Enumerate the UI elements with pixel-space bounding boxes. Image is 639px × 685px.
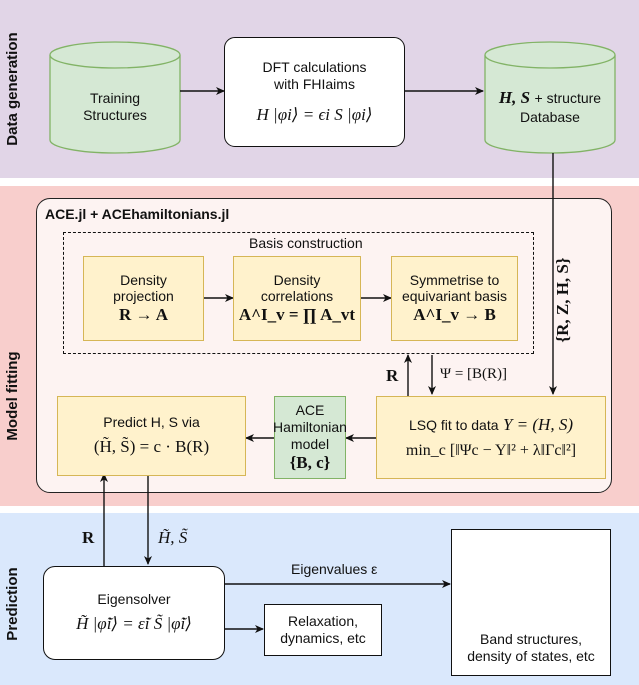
relaxation-line2: dynamics, etc xyxy=(280,630,366,646)
edge-label-r-up: R xyxy=(386,366,399,385)
predict-line1: Predict H, S via xyxy=(103,414,200,431)
symmetrise-line1: Symmetrise to xyxy=(409,271,500,288)
dft-line2: with FHIaims xyxy=(274,75,355,92)
database-line1: H, S + structure xyxy=(499,88,601,108)
density-correlations-box: Density correlations A^I_v = ∏ A_vt xyxy=(233,256,361,341)
edge-label-eigenvalues: Eigenvalues ε xyxy=(291,561,378,577)
edge-label-hs-tilde: H̃, S̃ xyxy=(158,528,188,547)
dft-box: DFT calculations with FHIaims H |φi⟩ = ϵ… xyxy=(224,37,405,147)
edge-label-db-to-lsq: {R, Z, H, S} xyxy=(553,257,572,343)
ace-model-line2: Hamiltonian xyxy=(273,418,347,435)
density-projection-line1: Density xyxy=(120,271,167,288)
database-text: + structure xyxy=(534,90,602,107)
density-projection-math: R → A xyxy=(118,305,169,325)
predict-box: Predict H, S via (H̃, S̃) = c · B(R) xyxy=(57,396,246,476)
ace-model-line3: model xyxy=(290,435,330,452)
predict-math: (H̃, S̃) = c · B(R) xyxy=(93,437,210,457)
dft-equation: H |φi⟩ = ϵi S |φi⟩ xyxy=(256,104,373,124)
band-structures-caption: Band structures, density of states, etc xyxy=(451,624,611,672)
ace-model-box: ACE Hamiltonian model {B, c} xyxy=(273,396,347,479)
band-structures-box xyxy=(451,529,611,676)
database-math: H, S xyxy=(498,88,531,108)
basis-construction-box xyxy=(63,232,534,354)
training-structures-label: Training Structures xyxy=(83,90,147,123)
band-structures-line1: Band structures, xyxy=(480,631,582,648)
lsq-fit-objective: min_c [‖Ψc − Y‖² + λ‖Γc‖²] xyxy=(405,442,577,460)
band-structures-line2: density of states, etc xyxy=(467,648,595,664)
relaxation-box: Relaxation, dynamics, etc xyxy=(264,604,382,656)
training-structures-cylinder xyxy=(49,41,181,154)
lsq-fit-box: LSQ fit to data Y = (H, S) min_c [‖Ψc − … xyxy=(376,396,606,479)
lsq-fit-line1: LSQ fit to data Y = (H, S) xyxy=(409,415,573,435)
eigensolver-line1: Eigensolver xyxy=(97,591,171,608)
basis-construction-title: Basis construction xyxy=(249,235,363,251)
edge-label-r-predict: R xyxy=(82,528,95,547)
database-line2: Database xyxy=(520,108,580,125)
symmetrise-box: Symmetrise to equivariant basis A^I_v → … xyxy=(391,256,518,341)
database-node: H, S + structure Database xyxy=(485,72,615,142)
density-projection-box: Density projection R → A xyxy=(83,256,204,341)
symmetrise-line2: equivariant basis xyxy=(401,288,508,305)
edge-label-psi: Ψ = [B(R)] xyxy=(440,366,508,382)
lsq-fit-math: Y = (H, S) xyxy=(502,414,573,434)
ace-container-title: ACE.jl + ACEhamiltonians.jl xyxy=(45,206,230,222)
density-correlations-math: A^I_v = ∏ A_vt xyxy=(238,305,356,325)
ace-model-line1: ACE xyxy=(295,402,325,419)
symmetrise-math: A^I_v → B xyxy=(413,305,496,325)
eigensolver-math: H̃ |φ̃i⟩ = ε̃i S̃ |φ̃i⟩ xyxy=(76,614,192,634)
density-correlations-line2: correlations xyxy=(260,288,334,305)
dft-line1: DFT calculations xyxy=(262,59,367,75)
training-structures-node: Training Structures xyxy=(50,72,180,142)
eigensolver-box: Eigensolver H̃ |φ̃i⟩ = ε̃i S̃ |φ̃i⟩ xyxy=(43,566,225,660)
density-projection-line2: projection xyxy=(113,288,174,305)
ace-model-math: {B, c} xyxy=(289,452,331,472)
relaxation-line1: Relaxation, xyxy=(287,613,359,630)
lsq-fit-text: LSQ fit to data xyxy=(409,416,499,433)
density-correlations-line1: Density xyxy=(273,271,321,288)
database-cylinder xyxy=(484,41,616,154)
